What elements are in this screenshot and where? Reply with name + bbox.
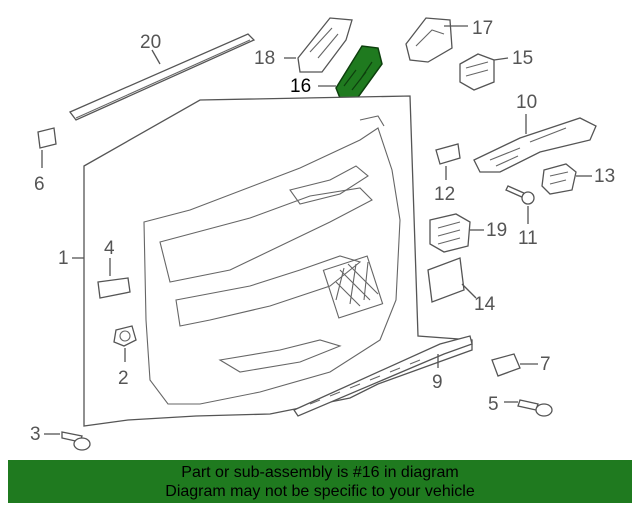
part-7-clip: 7	[491, 353, 551, 377]
part-15-switch-housing: 15	[459, 48, 533, 91]
callout-6: 6	[34, 174, 45, 195]
part-11-bolt: 11	[505, 185, 538, 249]
callout-12: 12	[434, 184, 455, 205]
callout-4: 4	[104, 238, 115, 259]
callout-3: 3	[30, 424, 41, 445]
info-banner: Part or sub-assembly is #16 in diagram D…	[8, 460, 632, 503]
callout-15: 15	[512, 48, 533, 69]
part-13-switch: 13	[541, 163, 615, 195]
part-19-switch-module: 19	[429, 213, 507, 253]
banner-line-1: Part or sub-assembly is #16 in diagram	[181, 464, 459, 481]
callout-7: 7	[540, 354, 551, 375]
callout-1: 1	[58, 248, 69, 269]
callout-20: 20	[140, 32, 161, 53]
callout-2: 2	[118, 368, 129, 389]
callout-17: 17	[472, 18, 493, 39]
part-2-push-pin: 2	[113, 325, 137, 389]
part-6-clip: 6	[34, 127, 57, 195]
part-17-handle-bezel: 17	[405, 17, 493, 63]
part-20-belt-molding: 20	[68, 32, 256, 121]
part-10-interior-handle: 10	[473, 92, 597, 173]
banner-line-2: Diagram may not be specific to your vehi…	[165, 483, 475, 500]
part-14-panel: 14	[427, 257, 496, 315]
callout-13: 13	[594, 166, 615, 187]
callout-5: 5	[488, 394, 499, 415]
callout-14: 14	[474, 294, 496, 315]
callout-19: 19	[486, 220, 507, 241]
callout-16: 16	[290, 76, 311, 97]
callout-10: 10	[516, 92, 537, 113]
callout-11: 11	[518, 228, 538, 249]
part-3-screw: 3	[30, 424, 91, 451]
part-5-screw: 5	[488, 394, 553, 417]
callout-18: 18	[254, 48, 275, 69]
part-16-window-switch: 16	[290, 45, 383, 101]
callout-9: 9	[432, 372, 443, 393]
part-1-door-trim-panel: 1	[58, 95, 473, 427]
part-4-clip: 4	[97, 238, 131, 299]
part-9-lower-molding: 9	[293, 335, 473, 417]
part-12-bracket: 12	[434, 143, 461, 205]
part-18-switch-bezel: 18	[254, 17, 353, 73]
